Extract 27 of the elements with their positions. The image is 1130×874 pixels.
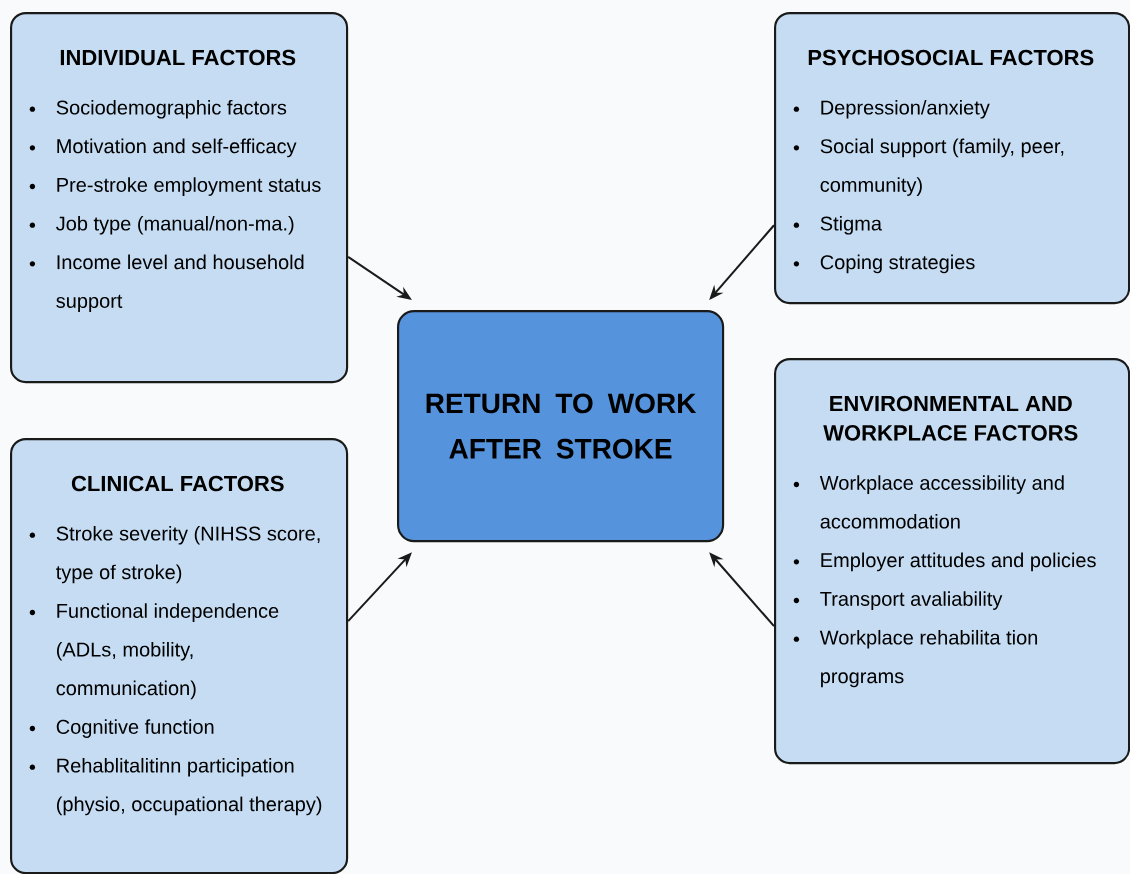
bullet-item: Stigma [793,215,882,235]
box-heading: INDIVIDUAL FACTORS [60,49,296,66]
bullet-item: Cognitive function [29,719,214,738]
bullet-item: Stroke severity (NIHSS score, type of stroke) [29,525,320,584]
factor-box [774,358,1130,765]
factor-box [10,438,349,874]
bullet-item: Employer attitudes and policies [793,552,1096,572]
bullet-item: Depression/anxiety [793,99,990,119]
bullet-item: Functional independence (ADLs, mobility, communication) [29,603,279,700]
factor-box [10,12,349,384]
bullet-item: Sociodemographic factors [29,99,287,119]
box-title: RETURN TO WORK AFTER STROKE [426,393,697,459]
bullet-item: Coping strategies [793,254,975,274]
box-heading: PSYCHOSOCIAL FACTORS [808,49,1094,66]
bullet-item: Rehablitalitinn participation (physio, occupational therapy) [29,757,322,816]
bullet-item: Workplace accessibility and accommodation [793,475,1064,529]
bullet-item: Social support (family, peer, community) [793,138,1064,196]
bullet-item: Job type (manual/non-ma.) [29,215,294,235]
box-heading: CLINICAL FACTORS [71,475,284,492]
bullet-item: Workplace rehabilita tion programs [793,629,1038,688]
bullet-item: Pre-stroke employment status [29,177,321,196]
bullet-item: Transport avaliability [793,591,1003,610]
center-box [397,310,725,543]
box-heading: ENVIRONMENTAL AND WORKPLACE FACTORS [823,395,1078,441]
bullet-item: Income level and household support [29,254,304,312]
factor-box [774,12,1130,305]
bullet-item: Motivation and self-efficacy [29,138,297,158]
